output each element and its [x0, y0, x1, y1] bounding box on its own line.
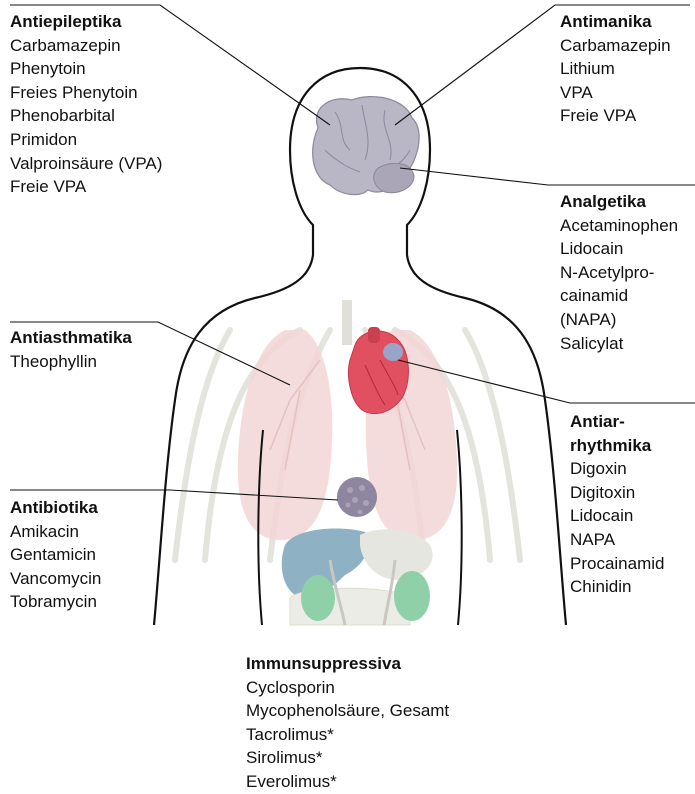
- group-title-antibiotika: Antibiotika: [10, 496, 101, 520]
- drug-item: N-Acetylpro-: [560, 261, 678, 285]
- drug-item: Theophyllin: [10, 350, 132, 374]
- heart-vessel: [383, 343, 403, 361]
- drug-item: Primidon: [10, 128, 162, 152]
- group-antiasthmatika: Antiasthmatika Theophyllin: [10, 326, 132, 373]
- drug-item: Gentamicin: [10, 543, 101, 567]
- drug-item: Valproinsäure (VPA): [10, 152, 162, 176]
- leader-analgetika: [400, 168, 695, 185]
- drug-item: Acetaminophen: [560, 214, 678, 238]
- group-title-antiarrhythmika-2: rhythmika: [570, 434, 665, 458]
- group-title-antiarrhythmika-1: Antiar-: [570, 410, 665, 434]
- drug-item: Mycophenolsäure, Gesamt: [246, 699, 449, 723]
- drug-item: Digitoxin: [570, 481, 665, 505]
- drug-item: Lithium: [560, 57, 671, 81]
- drug-item: Freie VPA: [560, 104, 671, 128]
- group-antiepileptika: Antiepileptika Carbamazepin Phenytoin Fr…: [10, 10, 162, 199]
- vessel-network: [175, 330, 520, 560]
- drug-item: Everolimus*: [246, 770, 449, 794]
- group-title-antiepileptika: Antiepileptika: [10, 10, 162, 34]
- left-kidney: [301, 575, 335, 621]
- group-antimanika: Antimanika Carbamazepin Lithium VPA Frei…: [560, 10, 671, 128]
- group-analgetika: Analgetika Acetaminophen Lidocain N-Acet…: [560, 190, 678, 355]
- group-title-antiasthmatika: Antiasthmatika: [10, 326, 132, 350]
- drug-item: Lidocain: [570, 504, 665, 528]
- drug-item: Chinidin: [570, 575, 665, 599]
- group-title-analgetika: Analgetika: [560, 190, 678, 214]
- heart: [349, 331, 409, 414]
- drug-item: Tacrolimus*: [246, 723, 449, 747]
- drug-item: NAPA: [570, 528, 665, 552]
- drug-item: Vancomycin: [10, 567, 101, 591]
- drug-item: Lidocain: [560, 237, 678, 261]
- drug-item: Salicylat: [560, 332, 678, 356]
- group-title-immunsuppressiva: Immunsuppressiva: [246, 652, 449, 676]
- drug-item: Carbamazepin: [560, 34, 671, 58]
- drug-item: Carbamazepin: [10, 34, 162, 58]
- drug-item: Digoxin: [570, 457, 665, 481]
- group-antiarrhythmika: Antiar- rhythmika Digoxin Digitoxin Lido…: [570, 410, 665, 599]
- drug-item: (NAPA): [560, 308, 678, 332]
- drug-item: Procainamid: [570, 552, 665, 576]
- drug-item: Phenobarbital: [10, 104, 162, 128]
- drug-item: Freie VPA: [10, 175, 162, 199]
- group-title-antimanika: Antimanika: [560, 10, 671, 34]
- drug-item: Sirolimus*: [246, 746, 449, 770]
- drug-item: Phenytoin: [10, 57, 162, 81]
- drug-item: cainamid: [560, 284, 678, 308]
- drug-item: Amikacin: [10, 520, 101, 544]
- antibiotika-organ: [337, 477, 377, 517]
- cerebellum: [374, 163, 414, 192]
- right-kidney: [394, 571, 430, 621]
- right-arm-inner: [457, 430, 462, 625]
- drug-item: Cyclosporin: [246, 676, 449, 700]
- drug-item: VPA: [560, 81, 671, 105]
- group-immunsuppressiva: Immunsuppressiva Cyclosporin Mycophenols…: [246, 652, 449, 794]
- drug-item: Tobramycin: [10, 590, 101, 614]
- drug-item: Freies Phenytoin: [10, 81, 162, 105]
- heart-aorta: [368, 327, 380, 343]
- group-antibiotika: Antibiotika Amikacin Gentamicin Vancomyc…: [10, 496, 101, 614]
